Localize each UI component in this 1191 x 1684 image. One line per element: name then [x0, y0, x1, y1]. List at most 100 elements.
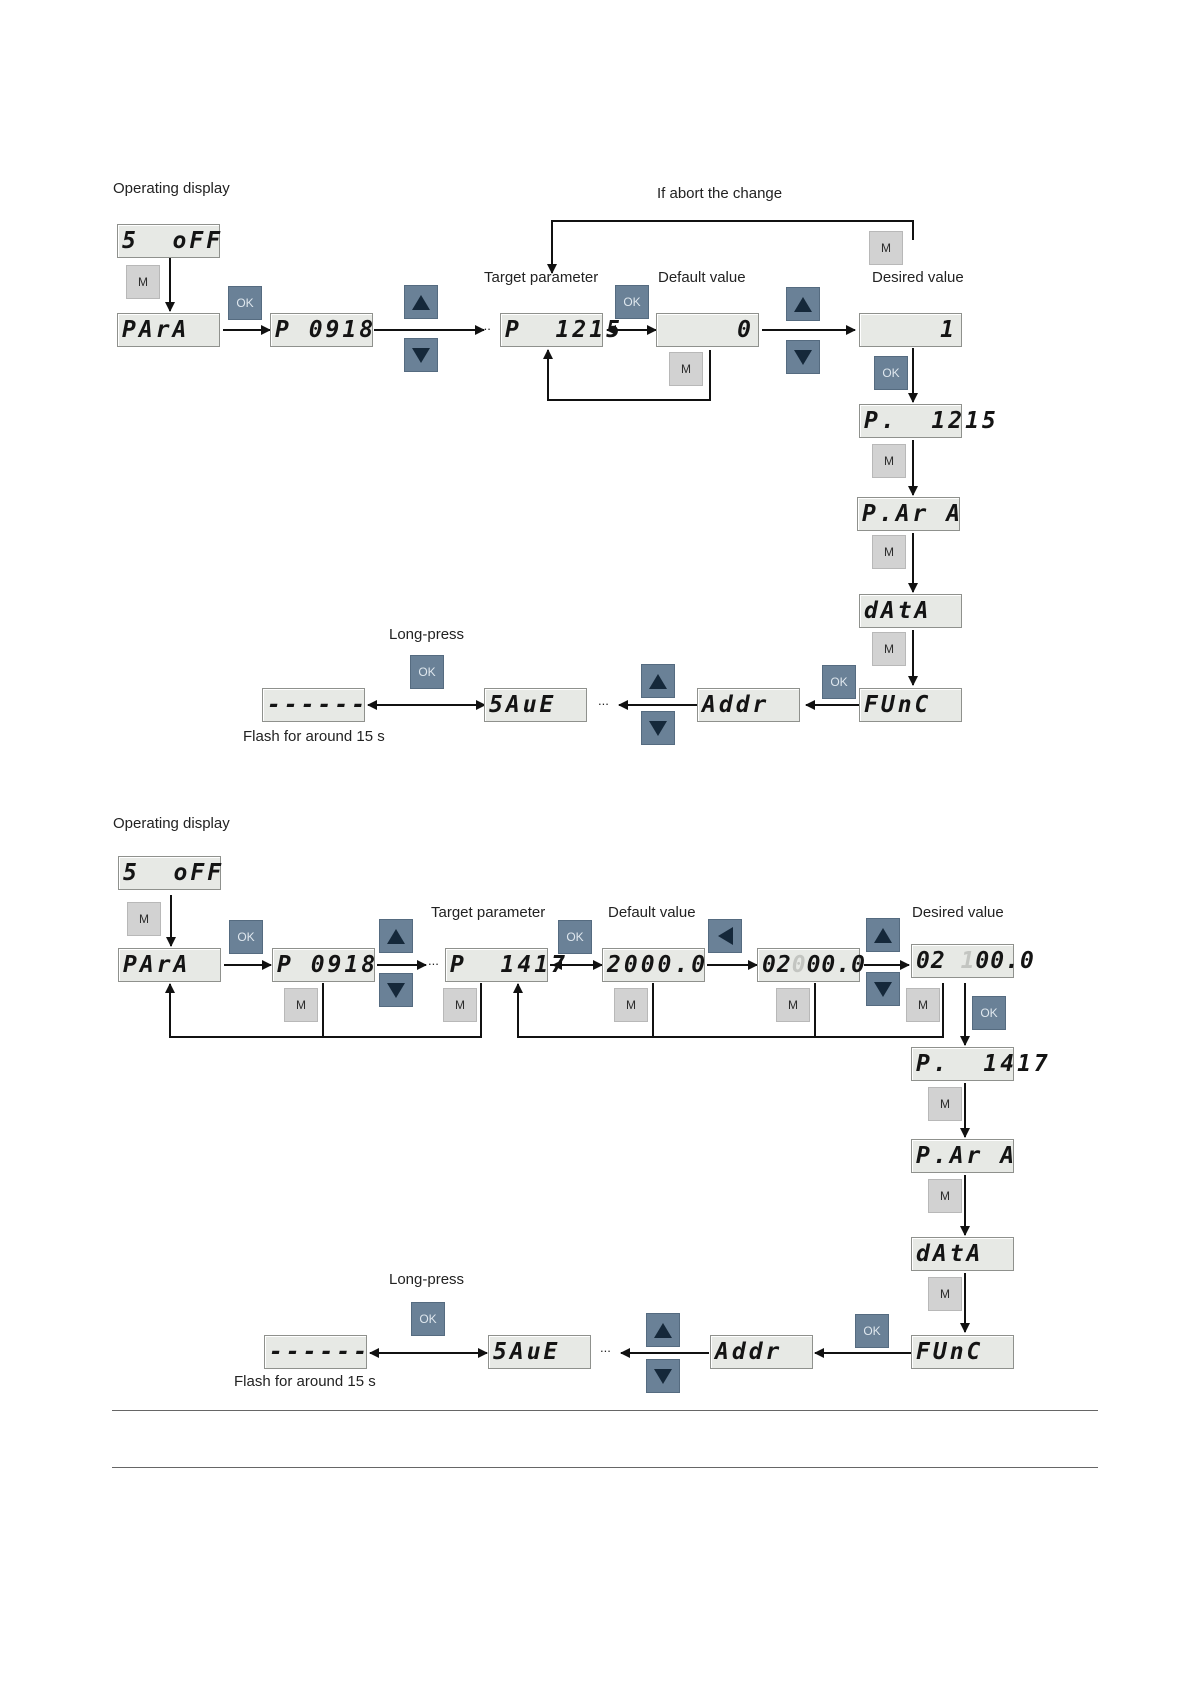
down-button[interactable]: [866, 972, 900, 1006]
display-p0918: P 0918: [272, 948, 375, 982]
up-button[interactable]: [379, 919, 413, 953]
display-data: dAtA: [911, 1237, 1014, 1271]
long-press-label-1: Long-press: [389, 626, 465, 643]
display-value: FUnC: [864, 692, 932, 718]
m-button[interactable]: M: [869, 231, 903, 265]
default-value-label-2: Default value: [608, 904, 696, 921]
display-value: P 1417: [450, 952, 568, 978]
display-value: dAtA: [864, 598, 932, 624]
display-value: P.Ar A: [916, 1143, 1018, 1169]
triangle-up-icon: [412, 294, 430, 310]
digits-right: 00.0: [975, 948, 1035, 974]
operating-display-label-2: Operating display: [113, 815, 230, 832]
target-parameter-label-1: Target parameter: [484, 269, 599, 286]
m-button[interactable]: M: [872, 632, 906, 666]
ellipsis: ...: [428, 953, 439, 968]
m-button[interactable]: M: [776, 988, 810, 1022]
display-value: PArA: [123, 952, 191, 978]
triangle-up-icon: [794, 296, 812, 312]
display-desired-value: 02 100.0: [911, 944, 1034, 978]
m-button[interactable]: M: [928, 1087, 962, 1121]
ok-button[interactable]: OK: [874, 356, 908, 390]
up-button[interactable]: [866, 918, 900, 952]
digits-left: 02: [916, 948, 946, 974]
default-value-label-1: Default value: [658, 269, 746, 286]
display-s-off: 5 oFF: [117, 224, 220, 258]
display-para: PArA: [117, 313, 220, 347]
display-p-dot-1215: P. 1215: [859, 404, 996, 438]
operating-display-label-1: Operating display: [113, 180, 230, 197]
display-value: PArA: [122, 317, 190, 343]
display-default-value: 0: [656, 313, 759, 347]
desired-value-label-2: Desired value: [912, 904, 1004, 921]
display-target-parameter: P 1417: [445, 948, 565, 982]
down-button[interactable]: [646, 1359, 680, 1393]
triangle-down-icon: [654, 1368, 672, 1384]
m-button[interactable]: M: [872, 535, 906, 569]
m-button[interactable]: M: [906, 988, 940, 1022]
long-press-label-2: Long-press: [389, 1271, 465, 1288]
m-button[interactable]: M: [126, 265, 160, 299]
display-value: P 0918: [275, 317, 377, 343]
ok-long-press-button[interactable]: OK: [410, 655, 444, 689]
desired-value-label-1: Desired value: [872, 269, 964, 286]
down-button[interactable]: [404, 338, 438, 372]
ok-button[interactable]: OK: [822, 665, 856, 699]
display-target-parameter: P 1215: [500, 313, 620, 347]
down-button[interactable]: [786, 340, 820, 374]
m-button[interactable]: M: [614, 988, 648, 1022]
up-button[interactable]: [641, 664, 675, 698]
left-button[interactable]: [708, 919, 742, 953]
m-button[interactable]: M: [928, 1277, 962, 1311]
display-p0918: P 0918: [270, 313, 373, 347]
ok-button[interactable]: OK: [615, 285, 649, 319]
ok-button[interactable]: OK: [229, 920, 263, 954]
display-value: 5AuE: [489, 692, 557, 718]
m-button[interactable]: M: [928, 1179, 962, 1213]
triangle-up-icon: [649, 673, 667, 689]
display-p-dot-para: P.Ar A: [911, 1139, 1014, 1173]
ok-button[interactable]: OK: [558, 920, 592, 954]
display-value: P 0918: [277, 952, 379, 978]
down-button[interactable]: [641, 711, 675, 745]
display-s-off: 5 oFF: [118, 856, 221, 890]
display-data: dAtA: [859, 594, 962, 628]
flash-label-2: Flash for around 15 s: [234, 1373, 376, 1390]
ok-long-press-button[interactable]: OK: [411, 1302, 445, 1336]
m-button[interactable]: M: [669, 352, 703, 386]
display-value: dAtA: [916, 1241, 984, 1267]
display-value: P. 1215: [864, 408, 999, 434]
m-button[interactable]: M: [284, 988, 318, 1022]
up-button[interactable]: [404, 285, 438, 319]
down-button[interactable]: [379, 973, 413, 1007]
ok-button[interactable]: OK: [972, 996, 1006, 1030]
digits-right: 00.0: [806, 952, 866, 978]
display-func: FUnC: [859, 688, 962, 722]
up-button[interactable]: [646, 1313, 680, 1347]
display-value: 5 oFF: [122, 228, 224, 254]
abort-change-label: If abort the change: [657, 185, 783, 202]
m-button[interactable]: M: [443, 988, 477, 1022]
display-value: 1: [940, 317, 957, 343]
display-value: P 1215: [505, 317, 623, 343]
display-value: 5AuE: [493, 1339, 561, 1365]
ellipsis: ...: [480, 318, 491, 333]
m-button[interactable]: M: [872, 444, 906, 478]
triangle-up-icon: [387, 928, 405, 944]
display-default-value: 2000.0: [602, 948, 705, 982]
ok-button[interactable]: OK: [855, 1314, 889, 1348]
ellipsis: ...: [598, 693, 609, 708]
digit-blinking: 1: [960, 948, 976, 974]
display-value: 02000.0: [762, 949, 866, 981]
display-func: FUnC: [911, 1335, 1014, 1369]
display-flash: ------: [264, 1335, 367, 1369]
digit-blinking: 0: [791, 952, 807, 978]
up-button[interactable]: [786, 287, 820, 321]
ok-button[interactable]: OK: [228, 286, 262, 320]
display-value: Addr: [702, 692, 770, 718]
display-p-dot-1417: P. 1417: [911, 1047, 1048, 1081]
m-button[interactable]: M: [127, 902, 161, 936]
display-para: PArA: [118, 948, 221, 982]
